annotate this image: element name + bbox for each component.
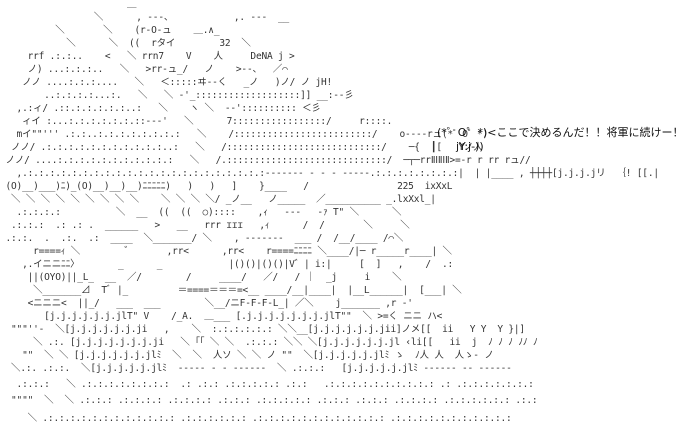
speech-line: (*゜O゜*)<ここで決めるんだ！！将軍に続けー！ bbox=[437, 126, 684, 139]
art-line: ノノ ....:.:.:.... ＼ ＜:::::ヰ‐‐く _ノ )ノ/ ノ j… bbox=[0, 77, 333, 88]
art-line: .:.:.:.: ＼ __ (( (( ○):::: ,ｨ ‐‐‐ -ｧ T" … bbox=[0, 207, 402, 218]
art-line: ＿ bbox=[0, 0, 137, 10]
art-line: ..:.:.:.:...:. ＼ ＼ ‐'_::::::::::::::::::… bbox=[0, 90, 354, 101]
art-line: ＼ .:. [j.j.j.j.j.j.j.ji ＼ ｢｢ ＼ ＼ .:.:.: … bbox=[0, 337, 538, 348]
art-line: ＼ , -‐-、 ,. -‐- __ bbox=[0, 12, 290, 23]
art-line: rrf .:.:.. < ＼ rrn7 V 人 DeNA j > bbox=[0, 51, 295, 62]
art-line: ,.:.:.:.:.:.:.:.:.:.:.:.:.:.:.:.:.:.:.:.… bbox=[0, 168, 660, 179]
art-line: [j.j.j.j.j.j.jlT" V /_A. ＿___ [.j.j.j.j.… bbox=[0, 311, 443, 322]
art-line: .:.:.: ＼ .:.:.:.:.:.:.:.: .: .:.: .:.:.:… bbox=[0, 379, 534, 390]
art-line: .:.:. . .:. .: ____ ＼_______/ ＼ , ‐‐‐---… bbox=[0, 233, 404, 244]
art-line: ||(OYO)||_L_ __ ／/ / ____/ ／/ / ｜ _j i ＼ bbox=[0, 272, 408, 283]
art-line: ィイ :...:.:.:.:.:.:.::--‐' ＼ 7:::::::::::… bbox=[0, 116, 393, 127]
art-line: mイ""''' .:.:..:.:.:.:.:.:.:.: ＼ /:::::::… bbox=[0, 129, 489, 140]
art-line: (O)__)___)ﾆ)_(O)__)__)__)ﾆﾆﾆﾆﾆ) ) ) ] }_… bbox=[0, 181, 453, 192]
art-line: ノノ/ .:.:.:.:.:.:.:.:.:.:.:..: ＼ /:::::::… bbox=[0, 142, 483, 153]
art-line: .:.:.: .: .: . ______ > __ rrr ɪɪɪ ,ｨ / … bbox=[0, 220, 410, 231]
art-line: ,.イニニﾆﾆ〉 _ _ |()()|()()|V゛| i:| [ ] , / … bbox=[0, 259, 454, 270]
art-line: "" ＼ ＼ [j.j.j.j.j.j.jlﾐ ＼ ＼ 人ソ ＼ ＼ ノ "" … bbox=[0, 350, 494, 361]
art-line: ＼ ＼ (( rタイ 32 ＼ bbox=[0, 38, 251, 49]
art-line: ＼_______⊿ Tﾞ |_ ＝====＝＝＝=<__ ____/__|___… bbox=[0, 285, 462, 296]
art-line: ノノ/ ....:.:.:.:.:.:.:.:.:.:.: ＼ /.::::::… bbox=[0, 155, 531, 166]
art-line: """" ＼ ＼ .:.:.: .:.:.:.: .:.:.:.: .:.:.:… bbox=[0, 395, 538, 406]
art-line: ＼.:. .:.:. ＼[j.j.j.j.j.jlﾐ ‐‐‐‐‐ ‐ ‐ ‐‐‐… bbox=[0, 363, 512, 374]
art-line: r====ｨ ＼ ゛ ,rr< ,rr< r====ﾆﾆﾆﾆ ＼____/|─ … bbox=[0, 246, 452, 257]
soldier-arm: jY:j-)) bbox=[456, 140, 484, 153]
art-line: ノ) ...:.:.:.. ＼ >rr-ュ_/ ノ >‐-、 ／⌒ bbox=[0, 64, 288, 75]
art-line: ＼ ＼ (r-O-ュ ＿.∧_ bbox=[0, 25, 253, 36]
art-line: """''- ＼[j.j.j.j.j.j.ji , ＼ :.:.:.:.:.: … bbox=[0, 324, 525, 335]
art-line: <ニニニ< ||_/ ___ ___ ＼__/ニF‐F‐F‐L_| ／＼ j__… bbox=[0, 298, 413, 309]
art-line: ＼ .:.:.:.:.:.:.:.:.:.:.:.: .:.:.:.:.:.: … bbox=[0, 413, 512, 424]
art-line: ＼ ＼ ＼ ＼ ＼ ＼ ＼ ＼ ＼ ＼ ＼ ＼ ＼/ _ノ__ ノ_____ ／… bbox=[0, 194, 436, 205]
art-line: ,.:ィ/ .::.:.:.:.:.:..: ＼ ヽ ＼ ‐-'::::::::… bbox=[0, 103, 321, 114]
